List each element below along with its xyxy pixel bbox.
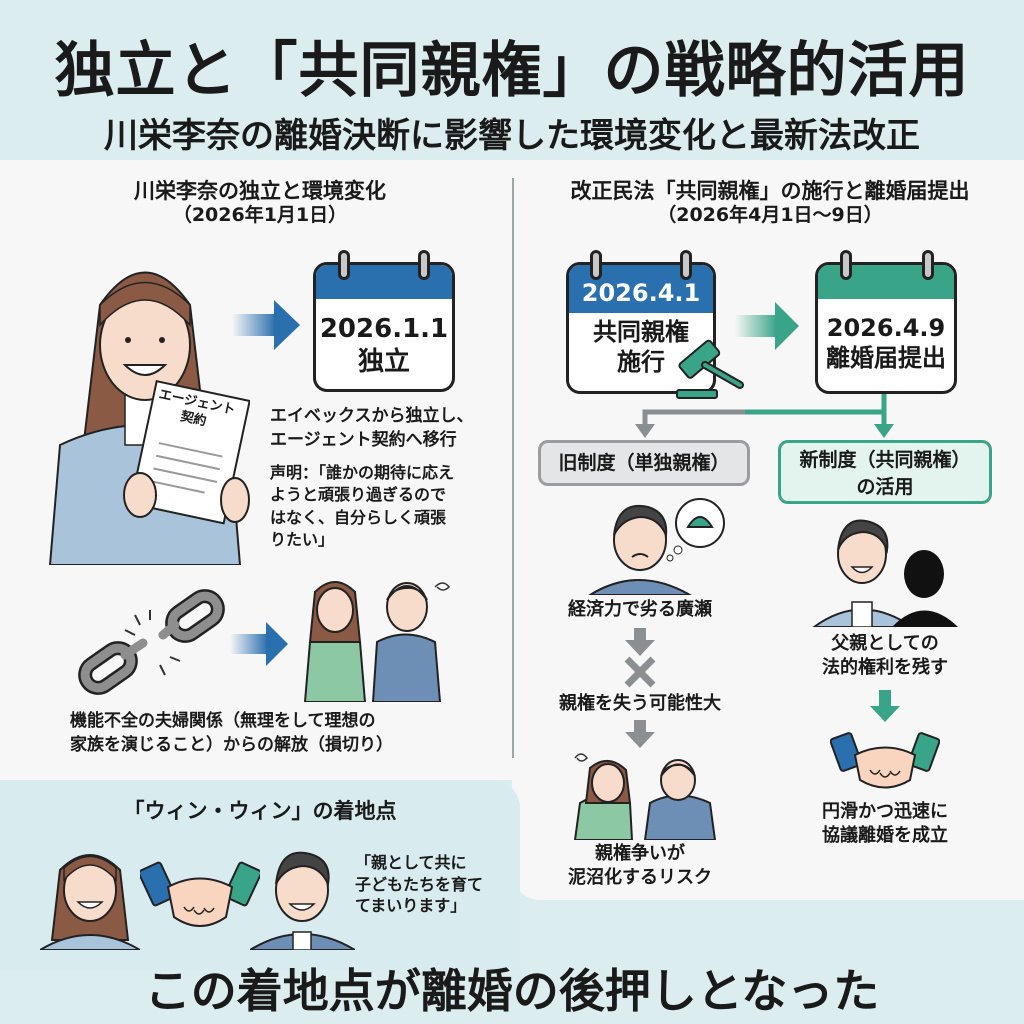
arrow-right-icon <box>735 302 799 350</box>
arrow-down-icon <box>625 628 655 656</box>
release-text: 機能不全の夫婦関係（無理をして理想の 家族を演じること）からの解放（損切り） <box>70 711 393 755</box>
left-section-header: 川栄李奈の独立と環境変化 （2026年1月1日） <box>40 178 480 228</box>
new-system-box: 新制度（共同親権） の活用 <box>778 440 992 504</box>
arguing-couple-illustration <box>573 753 717 840</box>
new-step1-text: 父親としての 法的権利を残す <box>822 633 948 679</box>
statement-quote: 声明：「誰かの期待に応え ようと頑張り過ぎるので はなく、自分らしく頑張 りたい… <box>270 463 455 550</box>
independence-text: エイベックスから独立し、 エージェント契約へ移行 <box>270 406 474 450</box>
right-section-date: （2026年4月1日〜9日） <box>657 204 883 227</box>
calendar-label: 離婚届提出 <box>826 344 946 372</box>
calendar-label: 独立 <box>357 346 410 377</box>
man-smiling-illustration <box>250 851 355 950</box>
handshake-icon <box>140 861 260 927</box>
winwin-title: 「ウィン・ウィン」の着地点 <box>123 799 397 823</box>
calendar-divorce-filing: 2026.4.9 離婚届提出 <box>815 262 957 394</box>
father-with-child-illustration <box>812 519 958 627</box>
old-step2-text: 親権を失う可能性大 <box>559 693 721 714</box>
winwin-quote: 「親として共に 子どもたちを育て てまいります」 <box>355 853 484 916</box>
old-step3-text: 親権争いが 泥沼化するリスク <box>568 843 712 889</box>
left-section-date: （2026年1月1日） <box>172 204 348 227</box>
conclusion-text: この着地点が離婚の後押しとなった <box>144 964 880 1018</box>
couple-back-to-back-illustration <box>303 581 450 702</box>
arrow-down-icon <box>625 720 655 748</box>
calendar-ring-icon <box>922 250 934 280</box>
woman-holding-contract-illustration <box>48 271 250 565</box>
calendar-ring-icon <box>840 250 852 280</box>
calendar-label-line: 共同親権 <box>593 318 689 346</box>
calendar-independence: 2026.1.1 独立 <box>313 262 455 392</box>
calendar-label-line: 施行 <box>617 348 665 376</box>
branch-connector <box>635 394 894 438</box>
calendar-ring-icon <box>590 250 602 280</box>
handshake-icon <box>830 732 940 789</box>
new-step2-text: 円滑かつ迅速に 協議離婚を成立 <box>822 801 948 847</box>
arrow-down-icon <box>870 690 900 722</box>
calendar-header <box>316 265 452 299</box>
right-section-header: 改正民法「共同親権」の施行と離婚届提出 （2026年4月1日〜9日） <box>520 178 1020 228</box>
right-section-title: 改正民法「共同親権」の施行と離婚届提出 <box>570 179 970 203</box>
column-divider <box>512 178 514 758</box>
calendar-ring-icon <box>338 250 350 280</box>
calendar-date: 2026.4.9 <box>826 314 946 342</box>
x-mark-icon <box>624 656 656 688</box>
calendar-law-enforcement: 2026.4.1 共同親権 施行 <box>566 262 716 394</box>
broken-chain-icon <box>78 589 225 695</box>
left-section-title: 川栄李奈の独立と環境変化 <box>134 179 386 203</box>
page-subtitle: 川栄李奈の離婚決断に影響した環境変化と最新法改正 <box>104 116 920 156</box>
calendar-ring-icon <box>418 250 430 280</box>
old-step1-text: 経済力で劣る廣瀬 <box>568 599 712 620</box>
old-system-box: 旧制度（単独親権） <box>538 440 750 486</box>
calendar-ring-icon <box>680 250 692 280</box>
arrow-right-icon <box>232 300 300 350</box>
woman-smiling-illustration <box>40 854 140 950</box>
calendar-date: 2026.1.1 <box>319 314 449 344</box>
arrow-right-icon <box>230 622 288 666</box>
worried-man-illustration <box>588 498 725 595</box>
page-title: 独立と「共同親権」の戦略的活用 <box>54 36 970 106</box>
gavel-icon <box>676 339 744 399</box>
